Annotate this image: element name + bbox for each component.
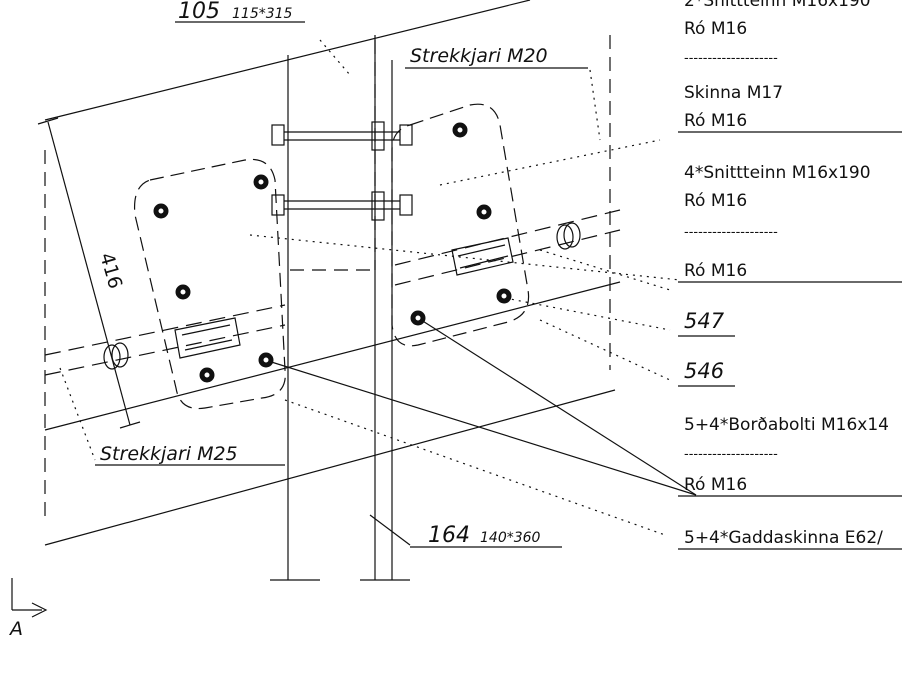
label-strekkjari-m20: Strekkjari M20 bbox=[410, 45, 548, 67]
dimension-line-416 bbox=[47, 121, 131, 426]
schedule-row2-b: Ró M16 bbox=[684, 191, 747, 211]
steel-plate-right bbox=[391, 103, 530, 347]
hex-nuts bbox=[153, 122, 512, 383]
schedule-sep2: -------------------- bbox=[684, 225, 778, 240]
label-164: 164 bbox=[428, 523, 470, 548]
schedule-row4-547: 547 bbox=[684, 309, 725, 333]
schedule-row2-a: 4*Snittteinn M16x190 bbox=[684, 163, 871, 183]
beam-bottom-lower-edge bbox=[44, 389, 616, 546]
tensioner-clevis-right bbox=[451, 222, 581, 276]
schedule-row6: 5+4*Borðabolti M16x14 bbox=[684, 415, 889, 435]
schedule-row8: 5+4*Gaddaskinna E62/ bbox=[684, 528, 883, 548]
schedule-row0-b: Ró M16 bbox=[684, 19, 747, 39]
steel-plate-left bbox=[133, 158, 286, 410]
schedule-sep6: -------------------- bbox=[684, 447, 778, 462]
schedule-row5-546: 546 bbox=[684, 359, 724, 383]
bolt-rod-lower bbox=[271, 191, 413, 221]
tensioner-clevis-left bbox=[103, 317, 241, 370]
schedule-row3: Ró M16 bbox=[684, 261, 747, 281]
beam-top-lower-edge bbox=[44, 281, 621, 431]
label-105: 105 bbox=[178, 0, 220, 24]
schedule-row1-a: Skinna M17 bbox=[684, 83, 783, 103]
dimension-416: 416 bbox=[95, 250, 126, 291]
bolt-rod-upper bbox=[271, 121, 413, 151]
schedule-row0-a: 2*Snittteinn M16x190 bbox=[684, 0, 871, 11]
label-140x360: 140*360 bbox=[480, 530, 541, 546]
schedule-row1-b: Ró M16 bbox=[684, 111, 747, 131]
schedule-sep0: -------------------- bbox=[684, 51, 778, 66]
label-115x315: 115*315 bbox=[232, 6, 293, 22]
label-strekkjari-m25: Strekkjari M25 bbox=[100, 443, 238, 465]
view-marker-a: A bbox=[8, 618, 23, 640]
schedule-row7: Ró M16 bbox=[684, 475, 747, 495]
